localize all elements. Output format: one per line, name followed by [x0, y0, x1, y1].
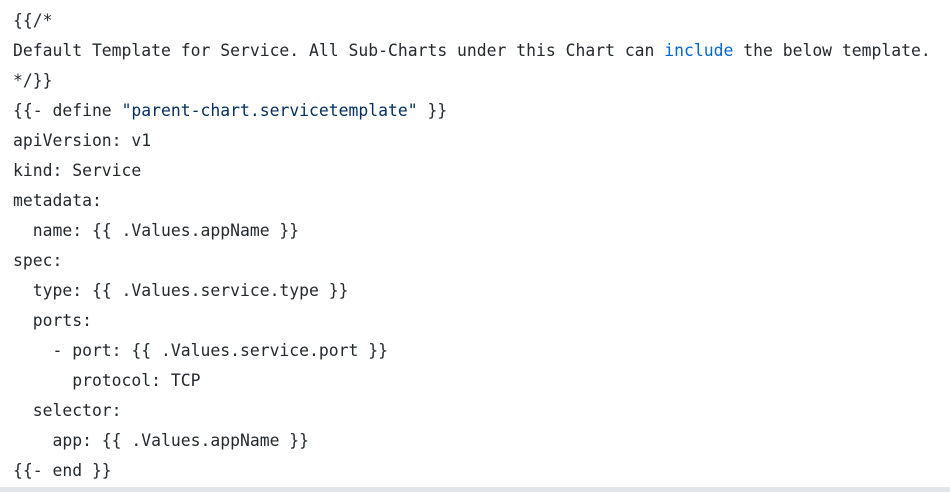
code-line: apiVersion: v1: [13, 126, 950, 156]
code-line: protocol: TCP: [13, 366, 950, 396]
code-token-plain: name: {{ .Values.appName }}: [13, 221, 300, 240]
code-line: {{- define "parent-chart.servicetemplate…: [13, 96, 950, 126]
code-token-plain: Default Template for Service. All Sub-Ch…: [13, 41, 665, 60]
code-token-string: "parent-chart.servicetemplate": [121, 101, 418, 120]
code-token-plain: metadata:: [13, 191, 102, 210]
code-line: {{/*: [13, 6, 950, 36]
code-line: spec:: [13, 246, 950, 276]
code-line: selector:: [13, 396, 950, 426]
code-token-plain: the below template.: [733, 41, 931, 60]
code-token-plain: app: {{ .Values.appName }}: [13, 431, 310, 450]
code-token-plain: type: {{ .Values.service.type }}: [13, 281, 349, 300]
code-line: ports:: [13, 306, 950, 336]
code-token-plain: {{/*: [13, 11, 53, 30]
code-line: - port: {{ .Values.service.port }}: [13, 336, 950, 366]
code-token-plain: }}: [417, 101, 448, 120]
code-token-keyword: include: [664, 41, 734, 60]
code-line: {{- end }}: [13, 456, 950, 486]
code-token-plain: spec:: [13, 251, 63, 270]
bottom-divider: [0, 487, 950, 492]
code-token-plain: apiVersion: v1: [13, 131, 152, 150]
code-token-plain: protocol: TCP: [13, 371, 201, 390]
code-line: app: {{ .Values.appName }}: [13, 426, 950, 456]
code-token-plain: */}}: [13, 71, 53, 90]
code-line: metadata:: [13, 186, 950, 216]
code-line: name: {{ .Values.appName }}: [13, 216, 950, 246]
code-line: type: {{ .Values.service.type }}: [13, 276, 950, 306]
code-line: kind: Service: [13, 156, 950, 186]
code-token-plain: selector:: [13, 401, 122, 420]
code-token-plain: kind: Service: [13, 161, 142, 180]
code-token-plain: {{- end }}: [13, 461, 112, 480]
code-line: */}}: [13, 66, 950, 96]
code-token-plain: ports:: [13, 311, 92, 330]
code-line: Default Template for Service. All Sub-Ch…: [13, 36, 950, 66]
code-token-plain: {{- define: [13, 101, 122, 120]
code-token-plain: - port: {{ .Values.service.port }}: [13, 341, 388, 360]
